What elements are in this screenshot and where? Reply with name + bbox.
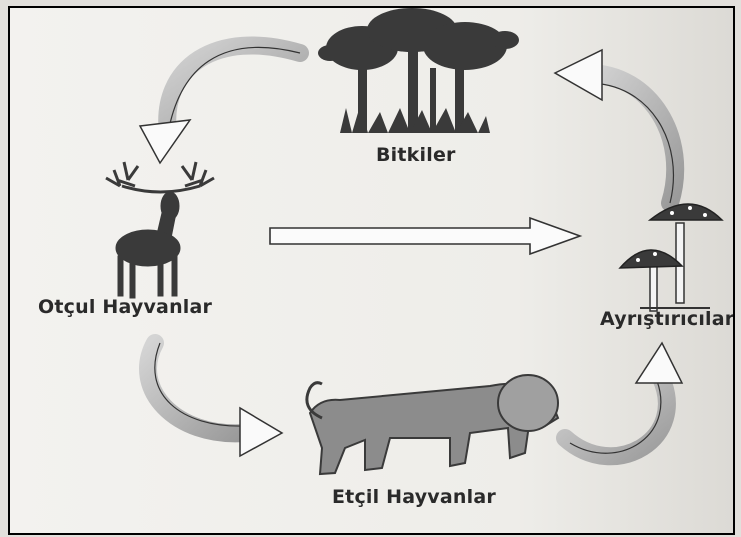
arrow-carnivores-to-decomposers	[565, 343, 682, 456]
arrow-decomposers-to-plants	[555, 50, 675, 203]
arrow-herbivores-to-decomposers	[270, 218, 580, 254]
node-label-decomposers: Ayrıştırıcılar	[600, 308, 734, 330]
node-label-herbivores: Otçul Hayvanlar	[38, 296, 212, 318]
diagram-frame: Bitkiler Otçul Hayvanlar Ayrıştırıcılar …	[8, 6, 735, 535]
node-label-carnivores: Etçil Hayvanlar	[332, 486, 496, 508]
deer-icon	[106, 162, 214, 298]
node-label-plants: Bitkiler	[376, 144, 456, 166]
food-cycle-diagram	[10, 8, 733, 533]
lion-icon	[307, 375, 558, 474]
arrow-herbivores-to-carnivores	[148, 343, 282, 456]
mushroom-icon	[620, 204, 722, 311]
arrow-plants-to-herbivores	[140, 45, 300, 163]
tree-icon	[318, 8, 519, 133]
